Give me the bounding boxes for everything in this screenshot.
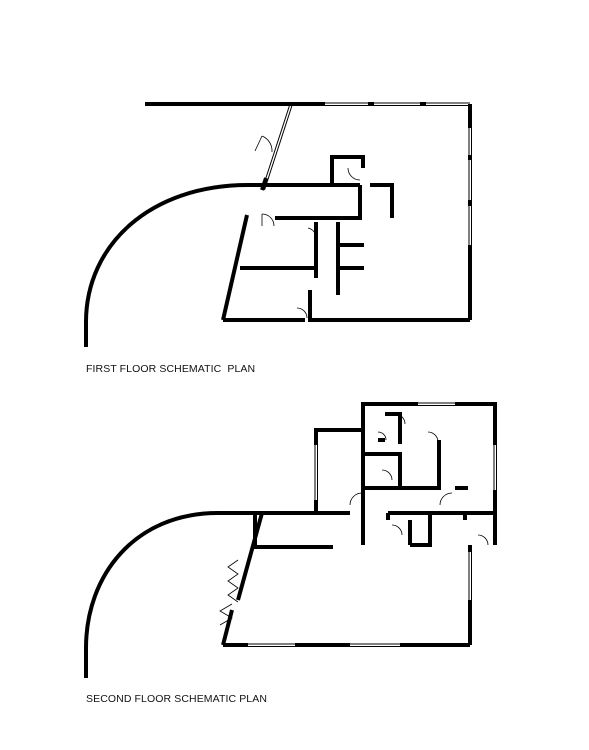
first-floor-plan-title: FIRST FLOOR SCHEMATIC PLAN [86, 363, 256, 375]
first-floor-plan [84, 102, 472, 347]
second-floor-plan [84, 402, 497, 678]
second-floor-plan-title: SECOND FLOOR SCHEMATIC PLAN [86, 693, 268, 705]
